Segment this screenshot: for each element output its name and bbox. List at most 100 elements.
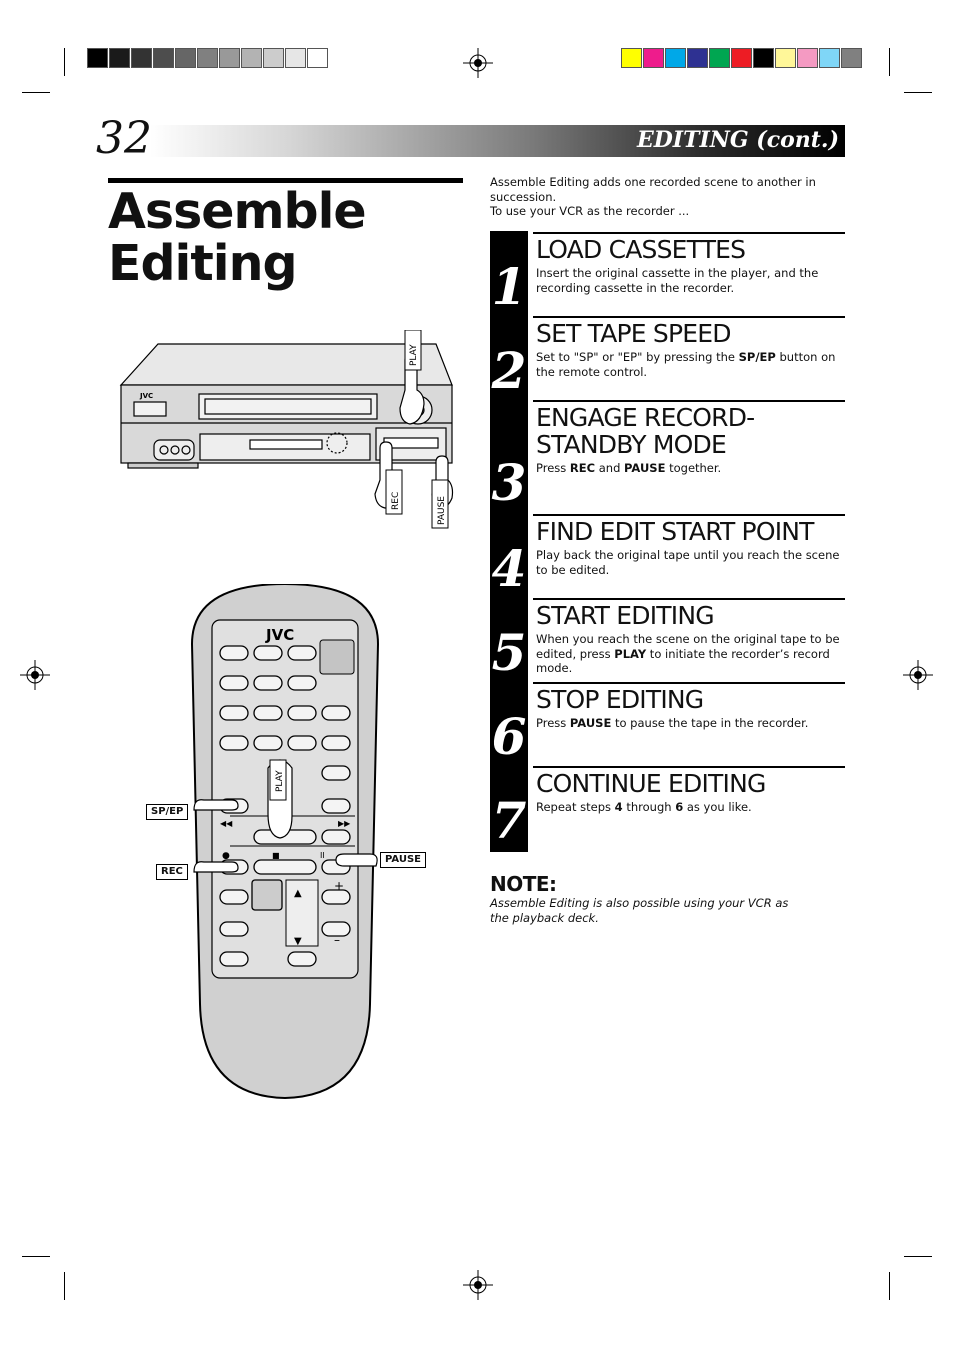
step-heading-7: CONTINUE EDITING: [536, 769, 766, 798]
vcr-illustration: JVC PLAY REC PAUSE: [119, 330, 454, 529]
color-swatch: [665, 48, 686, 68]
color-bar: [621, 48, 863, 68]
color-swatch: [109, 48, 130, 68]
remote-rec-callout: REC: [156, 864, 188, 880]
step-text-bold: 6: [675, 800, 684, 814]
remote-button: [219, 645, 249, 661]
step-text-segment: to pause the tape in the recorder.: [611, 716, 809, 730]
page-title-line2: Editing: [108, 235, 298, 292]
step-text-segment: together.: [665, 461, 722, 475]
step-rule: [533, 766, 845, 768]
step-heading-3-line2: STANDBY MODE: [536, 430, 727, 459]
step-number-bar: [490, 231, 528, 852]
color-swatch: [263, 48, 284, 68]
vcr-brand: JVC: [139, 392, 153, 400]
remote-button: [253, 859, 317, 875]
remote-pause-callout: PAUSE: [380, 852, 426, 868]
remote-button: [321, 705, 351, 721]
remote-illustration: JVC ◀◀ ▶ ▶▶ ● ■ II ▲ ▼ + – PLAY: [190, 584, 380, 1100]
note-text: Assemble Editing is also possible using …: [490, 896, 789, 925]
remote-button: [251, 879, 283, 911]
step-text-7: Repeat steps 4 through 6 as you like.: [536, 800, 844, 815]
step-text-segment: Press: [536, 716, 570, 730]
vcr-rec-label: REC: [391, 492, 401, 510]
crop-mark: [904, 1256, 932, 1257]
intro-line2: To use your VCR as the recorder ...: [490, 204, 690, 218]
remote-button: [219, 675, 249, 691]
crop-mark: [889, 48, 890, 76]
color-swatch: [153, 48, 174, 68]
step-text-2: Set to "SP" or "EP" by pressing the SP/E…: [536, 350, 844, 379]
step-number-5: 5: [491, 623, 527, 682]
remote-button: [321, 735, 351, 751]
step-number-7: 7: [491, 791, 527, 850]
step-number-6: 6: [491, 707, 527, 766]
remote-button: [287, 675, 317, 691]
remote-button: [287, 951, 317, 967]
remote-spep-callout: SP/EP: [146, 804, 189, 820]
remote-button: [219, 889, 249, 905]
registration-mark-icon: [20, 660, 50, 690]
color-swatch: [731, 48, 752, 68]
step-heading-3: ENGAGE RECORD- STANDBY MODE: [536, 403, 755, 459]
registration-mark-icon: [903, 660, 933, 690]
registration-mark-icon: [463, 1270, 493, 1300]
color-swatch: [131, 48, 152, 68]
step-text-6: Press PAUSE to pause the tape in the rec…: [536, 716, 844, 731]
remote-button: [321, 829, 351, 845]
crop-mark: [904, 92, 932, 93]
crop-mark: [889, 1272, 890, 1300]
step-heading-3-line1: ENGAGE RECORD-: [536, 403, 755, 432]
section-title: EDITING (cont.): [636, 127, 839, 153]
color-swatch: [819, 48, 840, 68]
remote-button: [253, 675, 283, 691]
step-heading-4: FIND EDIT START POINT: [536, 517, 814, 546]
svg-text:▼: ▼: [294, 936, 302, 947]
step-text-segment: button on the remote control.: [536, 350, 836, 379]
intro-line1: Assemble Editing adds one recorded scene…: [490, 175, 816, 204]
step-text-segment: When you reach the scene on the original…: [536, 632, 840, 661]
step-text-bold: SP/EP: [738, 350, 776, 364]
step-heading-1: LOAD CASSETTES: [536, 235, 746, 264]
step-rule: [533, 400, 845, 402]
remote-button: [287, 705, 317, 721]
remote-play-label: PLAY: [275, 770, 285, 792]
svg-text:●: ●: [222, 851, 230, 861]
svg-text:▲: ▲: [294, 888, 302, 899]
color-swatch: [307, 48, 328, 68]
step-text-segment: through: [622, 800, 676, 814]
title-rule: [108, 178, 463, 183]
color-swatch: [797, 48, 818, 68]
color-swatch: [219, 48, 240, 68]
step-heading-6: STOP EDITING: [536, 685, 704, 714]
vcr-play-label: PLAY: [409, 344, 419, 366]
remote-button: [253, 735, 283, 751]
remote-button: [321, 765, 351, 781]
remote-button: [287, 645, 317, 661]
step-text-bold: PAUSE: [569, 716, 612, 730]
remote-button: [219, 705, 249, 721]
color-swatch: [643, 48, 664, 68]
step-text-bold: PAUSE: [624, 461, 666, 475]
step-text-segment: Set to "SP" or "EP" by pressing the: [536, 350, 739, 364]
step-number-1: 1: [491, 257, 527, 316]
svg-text:■: ■: [272, 851, 280, 860]
step-number-2: 2: [491, 341, 527, 400]
page-title-line1: Assemble: [108, 183, 367, 240]
step-rule: [533, 316, 845, 318]
step-text-4: Play back the original tape until you re…: [536, 548, 840, 577]
crop-mark: [22, 92, 50, 93]
step-text-segment: and: [595, 461, 625, 475]
step-heading-5: START EDITING: [536, 601, 715, 630]
step-text-bold: 4: [614, 800, 623, 814]
step-text-bold: PLAY: [614, 646, 647, 661]
remote-button: [287, 735, 317, 751]
step-text-bold: REC: [569, 461, 596, 475]
step-rule: [533, 514, 845, 516]
step-text-segment: Repeat steps: [536, 800, 615, 814]
svg-text:–: –: [334, 933, 340, 947]
remote-button: [321, 921, 351, 937]
crop-mark: [64, 48, 65, 76]
remote-button: [253, 645, 283, 661]
remote-button: [321, 798, 351, 814]
